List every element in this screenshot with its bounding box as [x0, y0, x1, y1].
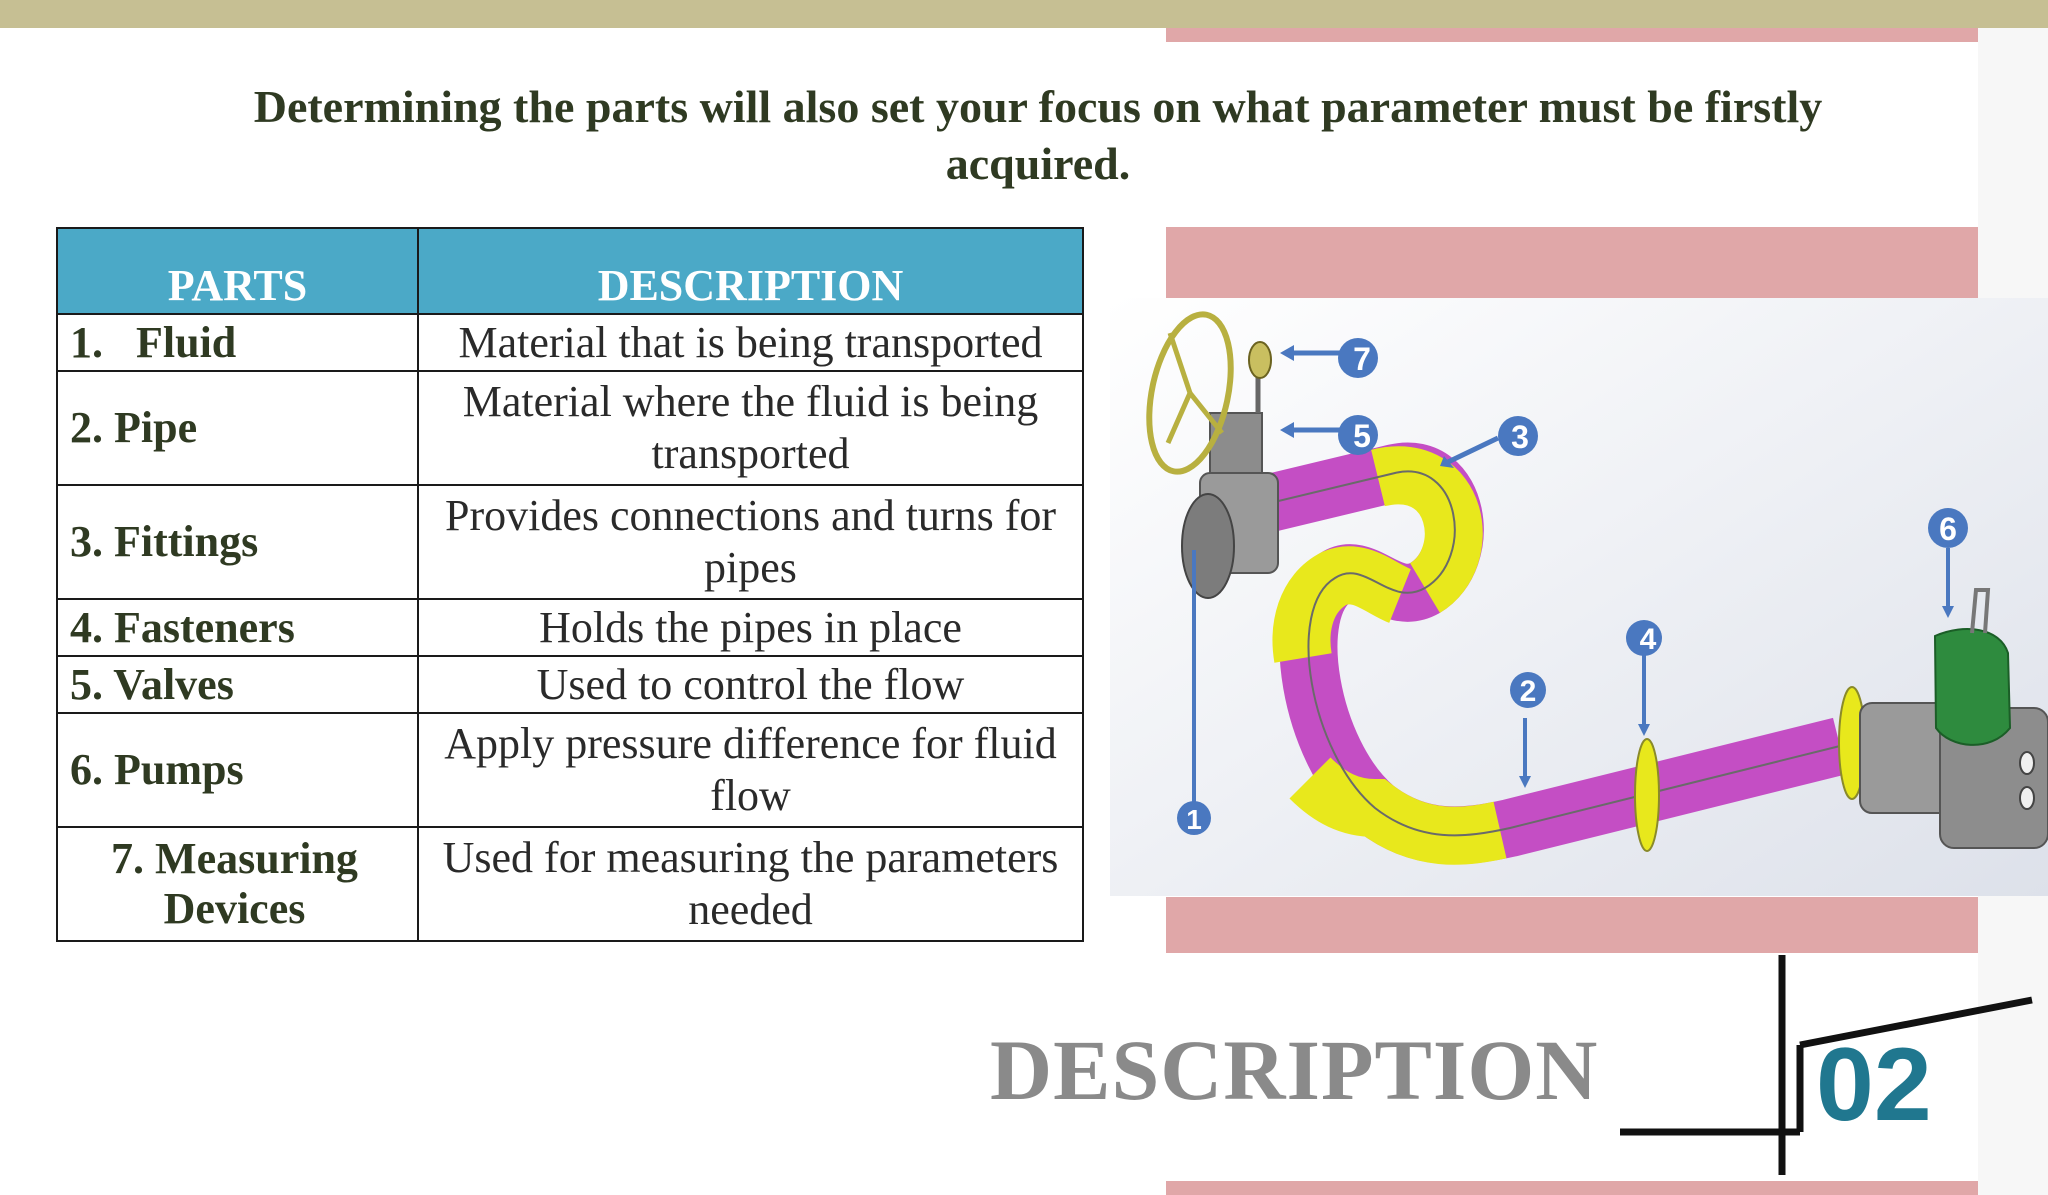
- valve-gearbox: [1209, 412, 1263, 474]
- valve-handwheel: [1146, 311, 1234, 475]
- callout-6: 6: [1928, 508, 1968, 618]
- table-row: 7. Measuring Devices Used for measuring …: [56, 826, 1084, 942]
- pump-port: [2019, 751, 2035, 775]
- description-cell: Holds the pipes in place: [417, 598, 1084, 657]
- parts-header: PARTS: [56, 227, 419, 315]
- measuring-gauge: [1248, 341, 1272, 379]
- part-cell: 1. Fluid: [56, 313, 419, 372]
- callout-label-2: 2: [1520, 675, 1537, 708]
- description-cell: Used for measuring the parameters needed: [417, 826, 1084, 942]
- handwheel-spoke: [1188, 391, 1224, 435]
- callout-3: 3: [1440, 416, 1538, 468]
- fastener-flange-left: [1634, 738, 1660, 852]
- table-row: 1. Fluid Material that is being transpor…: [56, 313, 1084, 372]
- callout-label-7: 7: [1353, 341, 1371, 377]
- description-cell: Apply pressure difference for fluid flow: [417, 712, 1084, 828]
- section-number: 02: [1816, 1027, 1932, 1143]
- top-pink-band: [1166, 28, 1978, 42]
- description-cell: Material that is being transported: [417, 313, 1084, 372]
- table-header-row: PARTS DESCRIPTION: [56, 227, 1084, 315]
- table-row: 3. Fittings Provides connections and tur…: [56, 484, 1084, 600]
- callout-2: 2: [1510, 672, 1546, 788]
- callout-label-5: 5: [1353, 418, 1371, 454]
- table-row: 4. Fasteners Holds the pipes in place: [56, 598, 1084, 657]
- diagram-bottom-band: [1166, 897, 1978, 953]
- callout-label-6: 6: [1939, 511, 1957, 547]
- handwheel-spoke: [1165, 391, 1193, 445]
- top-bar: [0, 0, 2048, 28]
- pipe-centerline: [1269, 470, 1841, 837]
- valve-flange: [1181, 493, 1235, 599]
- intro-text: Determining the parts will also set your…: [253, 81, 1823, 189]
- diagram-top-band: [1166, 227, 1978, 298]
- description-cell: Provides connections and turns for pipes: [417, 484, 1084, 600]
- callout-7: 7: [1280, 338, 1378, 378]
- pump-handle: [1970, 588, 1991, 634]
- handwheel-spoke: [1167, 332, 1193, 394]
- part-cell: 3. Fittings: [56, 484, 419, 600]
- callout-label-1: 1: [1186, 804, 1202, 835]
- part-cell: 2. Pipe: [56, 370, 419, 486]
- pump-green-housing: [1933, 628, 2012, 746]
- description-cell: Used to control the flow: [417, 655, 1084, 714]
- section-title: DESCRIPTION: [990, 1022, 1599, 1118]
- number-frame: [1620, 955, 2033, 1175]
- description-cell: Material where the fluid is being transp…: [417, 370, 1084, 486]
- description-header: DESCRIPTION: [417, 227, 1084, 315]
- callout-1: 1: [1177, 550, 1211, 835]
- part-cell: 6. Pumps: [56, 712, 419, 828]
- table-row: 5. Valves Used to control the flow: [56, 655, 1084, 714]
- bottom-pink-band: [1166, 1181, 1978, 1195]
- table-row: 6. Pumps Apply pressure difference for f…: [56, 712, 1084, 828]
- table-row: 2. Pipe Material where the fluid is bein…: [56, 370, 1084, 486]
- part-cell: 7. Measuring Devices: [56, 826, 419, 942]
- callout-5: 5: [1280, 415, 1378, 455]
- piping-diagram: 1 2 3 4 5 6 7: [1110, 298, 2048, 896]
- callout-label-4: 4: [1640, 623, 1657, 656]
- pump-port: [2019, 786, 2035, 810]
- callout-label-3: 3: [1511, 419, 1529, 455]
- part-cell: 5. Valves: [56, 655, 419, 714]
- callout-4: 4: [1626, 620, 1662, 736]
- parts-table: PARTS DESCRIPTION 1. Fluid Material that…: [56, 227, 1084, 942]
- part-cell: 4. Fasteners: [56, 598, 419, 657]
